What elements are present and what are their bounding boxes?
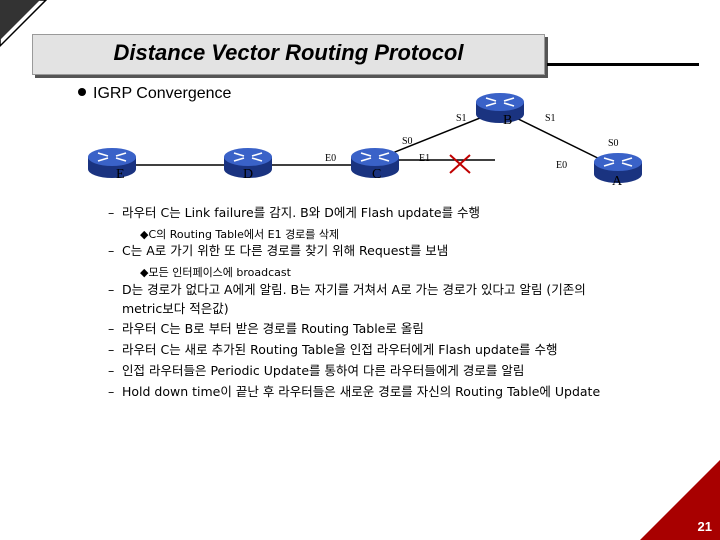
- router-b-icon: [475, 92, 525, 124]
- corner-decoration: [0, 0, 48, 48]
- iface-c-e0: E0: [325, 153, 336, 164]
- link-failure-x-icon: [449, 154, 471, 174]
- router-a-label: A: [612, 174, 623, 189]
- iface-a-s0: S0: [608, 138, 619, 149]
- router-e-icon: [87, 147, 137, 179]
- list-item: –라우터 C는 새로 추가된 Routing Table을 인접 라우터에게 F…: [108, 342, 558, 357]
- page-title: Distance Vector Routing Protocol: [113, 40, 464, 65]
- sub-list-item: ◆모든 인터페이스에 broadcast: [140, 266, 291, 279]
- iface-b-s1-left: S1: [456, 113, 467, 124]
- iface-b-s1-right: S1: [545, 113, 556, 124]
- title-underline: [547, 63, 699, 66]
- router-b-label: B: [503, 113, 512, 128]
- network-diagram: E D C B A S1 S1 S0 S0 E0 E1 E0: [87, 92, 643, 189]
- sub-list-item: ◆C의 Routing Table에서 E1 경로를 삭제: [140, 228, 340, 241]
- title-box: Distance Vector Routing Protocol: [32, 34, 545, 75]
- list-item: –라우터 C는 Link failure를 감지. B와 D에게 Flash u…: [108, 205, 481, 220]
- list-item: –Hold down time이 끝난 후 라우터들은 새로운 경로를 자신의 …: [108, 384, 601, 399]
- router-c-label: C: [372, 167, 381, 182]
- main-bullet-text: IGRP Convergence: [93, 85, 232, 102]
- list-item: –D는 경로가 없다고 A에게 알림. B는 자기를 거쳐서 A로 가는 경로가…: [108, 282, 586, 297]
- list-item: –인접 라우터들은 Periodic Update를 통하여 다른 라우터들에게…: [108, 363, 525, 378]
- page-corner-tab: [640, 460, 720, 540]
- list-item: –C는 A로 가기 위한 또 다른 경로를 찾기 위해 Request를 보냄: [108, 243, 449, 258]
- iface-c-e1: E1: [419, 153, 430, 164]
- list-item-continuation: metric보다 적은값): [122, 301, 229, 316]
- page-number: 21: [697, 519, 712, 534]
- router-d-label: D: [243, 167, 253, 182]
- router-e-label: E: [116, 167, 125, 182]
- iface-a-e0: E0: [556, 160, 567, 171]
- bullet-dot-icon: [78, 88, 86, 96]
- iface-c-s0: S0: [402, 136, 413, 147]
- main-bullet: IGRP Convergence: [78, 85, 231, 103]
- list-item: –라우터 C는 B로 부터 받은 경로를 Routing Table로 올림: [108, 321, 424, 336]
